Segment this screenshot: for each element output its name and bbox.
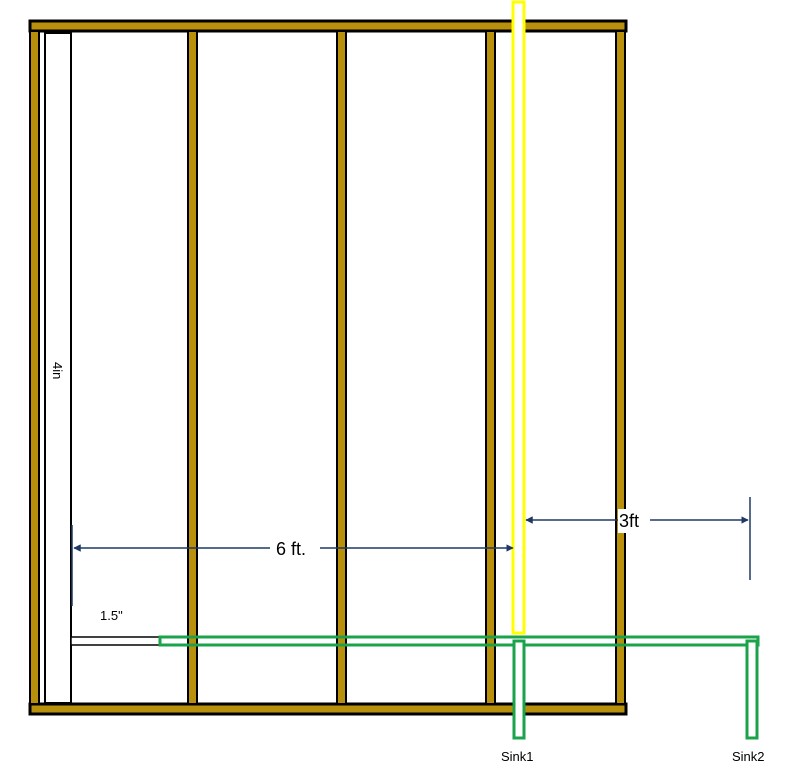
dim-left-label: 6 ft. [276, 539, 306, 559]
stud-left [29, 30, 40, 705]
horizontal-pipe-label: 1.5" [100, 608, 123, 623]
stud-2 [187, 30, 198, 705]
sink1-label: Sink1 [501, 749, 534, 764]
stud-3 [336, 30, 347, 705]
sink1-drain-pipe [512, 639, 526, 740]
stud-4 [485, 30, 496, 705]
top-plate [28, 19, 628, 33]
horizontal-pipe-stub [70, 636, 161, 646]
dim-right-label: 3ft [619, 511, 639, 531]
vent-pipe [511, 0, 526, 635]
sink2-label: Sink2 [732, 749, 765, 764]
stud-right [615, 30, 626, 705]
dim-left-label-bg [270, 537, 320, 559]
dim-right-label-bg [618, 509, 650, 533]
bottom-plate [28, 702, 628, 716]
vertical-waste-pipe [44, 32, 72, 704]
vertical-pipe-label: 4in [50, 362, 65, 379]
drain-horizontal-pipe [158, 635, 760, 647]
sink2-drain-pipe [745, 639, 759, 740]
